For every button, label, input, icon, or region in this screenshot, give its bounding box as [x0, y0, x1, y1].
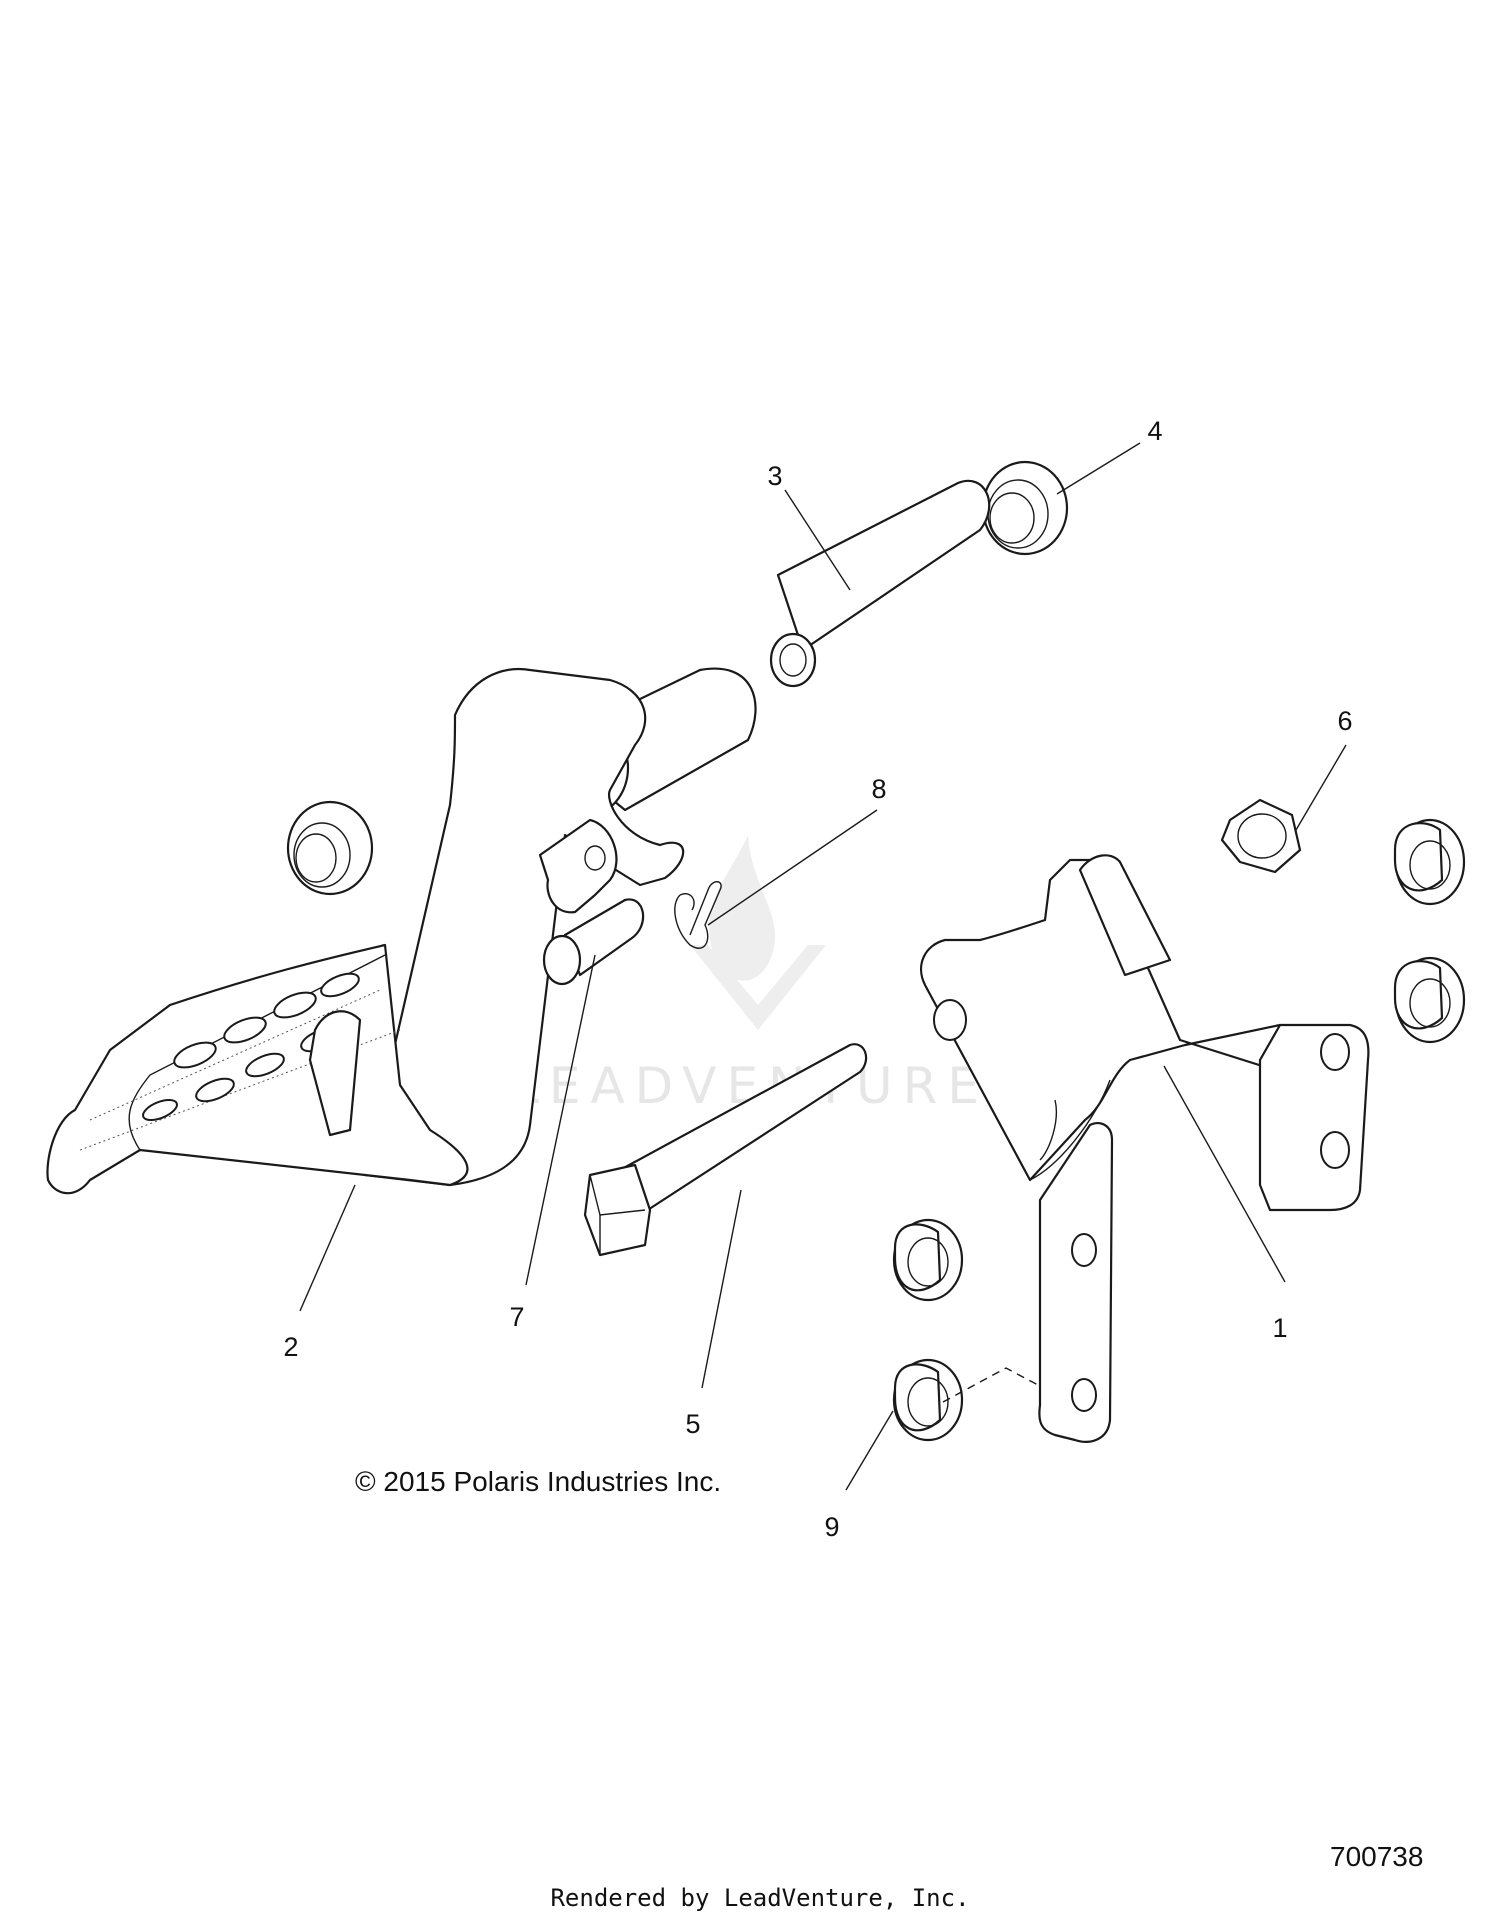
part-2-brake-pedal — [46, 667, 757, 1195]
part-1-mounting-bracket — [920, 854, 1370, 1443]
flange-nut-bottom-upper — [892, 1218, 964, 1302]
callout-3: 3 — [767, 461, 782, 491]
callout-7: 7 — [509, 1302, 524, 1332]
flange-nut-right-upper — [1393, 818, 1466, 906]
copyright-notice: © 2015 Polaris Industries Inc. — [355, 1466, 721, 1497]
part-7-clevis-pin — [542, 898, 645, 986]
callout-5: 5 — [685, 1409, 700, 1439]
callout-1: 1 — [1272, 1313, 1287, 1343]
callout-2: 2 — [283, 1332, 298, 1362]
part-6-hex-flange-nut — [1220, 798, 1302, 874]
flange-nut-right-lower — [1393, 956, 1466, 1044]
callout-4: 4 — [1147, 416, 1162, 446]
callout-6: 6 — [1337, 706, 1352, 736]
leadventure-watermark: LEADVENTURE — [511, 835, 979, 1115]
callout-9: 9 — [824, 1512, 839, 1542]
part-4-flanged-bushing — [981, 460, 1069, 556]
part-5-hex-bolt — [583, 1043, 868, 1257]
flanged-bushing-left — [286, 800, 374, 896]
callout-8: 8 — [871, 774, 886, 804]
drawing-number: 700738 — [1330, 1841, 1423, 1872]
leader-lines — [299, 442, 1347, 1491]
rendered-by-credit: Rendered by LeadVenture, Inc. — [550, 1884, 969, 1912]
part-3-sleeve-tube — [769, 479, 991, 688]
part-9-flange-nut — [892, 1358, 964, 1442]
callouts: 1 2 3 4 5 6 7 8 9 — [283, 416, 1352, 1542]
part-8-cotter-pin — [674, 881, 722, 949]
